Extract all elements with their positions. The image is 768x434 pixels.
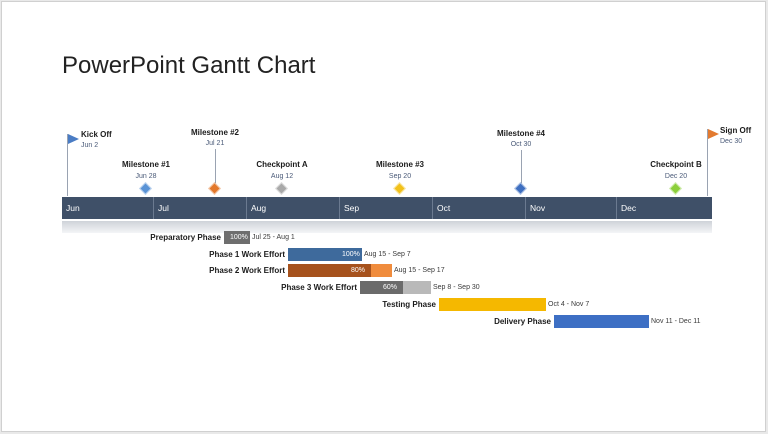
flag-shape xyxy=(68,134,79,144)
task-percent: 100% xyxy=(342,251,360,258)
milestone-diamond-icon xyxy=(208,182,221,195)
flag-icon xyxy=(708,129,719,139)
task-progress-fill xyxy=(288,248,362,261)
month-label: Aug xyxy=(246,197,339,219)
month-label: Dec xyxy=(616,197,712,219)
task-bar xyxy=(439,298,546,311)
milestone-label: Checkpoint B xyxy=(650,160,702,169)
milestone-connector xyxy=(521,150,522,184)
month-label: Nov xyxy=(525,197,616,219)
task-bar: 100% xyxy=(224,231,250,244)
flag-icon xyxy=(68,134,79,144)
milestone-diamond-icon xyxy=(275,182,288,195)
task-progress-fill xyxy=(224,231,250,244)
milestone-label: Milestone #4 xyxy=(496,129,546,138)
milestone-diamond-icon xyxy=(514,182,527,195)
task-name: Phase 3 Work Effort xyxy=(281,283,357,292)
milestone-diamond-icon xyxy=(139,182,152,195)
task-date-range: Sep 8 - Sep 30 xyxy=(433,284,480,291)
flag-date: Jun 2 xyxy=(81,142,99,149)
month-label: Jun xyxy=(66,203,80,213)
milestone-label: Milestone #3 xyxy=(375,160,425,169)
milestone-connector xyxy=(215,149,216,184)
task-date-range: Nov 11 - Dec 11 xyxy=(651,318,701,325)
milestone-date: Jul 21 xyxy=(205,140,225,147)
milestone-label: Checkpoint A xyxy=(256,160,308,169)
month-label: Jul xyxy=(153,197,246,219)
task-bar xyxy=(554,315,649,328)
task-name: Delivery Phase xyxy=(494,317,551,326)
milestone-label: Milestone #2 xyxy=(190,128,240,137)
milestone-date: Oct 30 xyxy=(510,141,532,148)
task-name: Preparatory Phase xyxy=(150,233,221,242)
flag-label: Kick Off xyxy=(81,130,112,139)
task-name: Phase 1 Work Effort xyxy=(209,250,285,259)
task-percent: 100% xyxy=(230,234,248,241)
task-name: Phase 2 Work Effort xyxy=(209,266,285,275)
flag-shape xyxy=(708,129,719,139)
task-bar: 80% xyxy=(288,264,392,277)
task-date-range: Aug 15 - Sep 7 xyxy=(364,251,411,258)
month-label: Oct xyxy=(432,197,525,219)
milestone-date: Sep 20 xyxy=(388,173,412,180)
milestone-diamond-icon xyxy=(669,182,682,195)
timeline-shadow xyxy=(62,221,712,233)
task-date-range: Aug 15 - Sep 17 xyxy=(394,267,445,274)
task-percent: 60% xyxy=(383,284,398,291)
task-bar: 60% xyxy=(360,281,431,294)
milestone-diamond-icon xyxy=(393,182,406,195)
task-date-range: Jul 25 - Aug 1 xyxy=(252,234,295,241)
flag-pole xyxy=(67,134,68,196)
flag-pole xyxy=(707,129,708,196)
task-name: Testing Phase xyxy=(382,300,436,309)
page-title: PowerPoint Gantt Chart xyxy=(62,52,316,79)
task-date-range: Oct 4 - Nov 7 xyxy=(548,301,590,308)
task-progress-fill xyxy=(554,315,649,328)
task-bar: 100% xyxy=(288,248,362,261)
milestone-date: Dec 20 xyxy=(664,173,688,180)
task-percent: 80% xyxy=(351,267,366,274)
flag-label: Sign Off xyxy=(720,126,752,135)
task-progress-fill xyxy=(288,264,371,277)
milestone-label: Milestone #1 xyxy=(121,160,171,169)
task-progress-fill xyxy=(439,298,546,311)
milestone-date: Jun 28 xyxy=(135,173,157,180)
task-progress-fill xyxy=(360,281,403,294)
month-label: Sep xyxy=(339,197,432,219)
milestone-date: Aug 12 xyxy=(270,173,294,180)
flag-date: Dec 30 xyxy=(720,138,743,145)
